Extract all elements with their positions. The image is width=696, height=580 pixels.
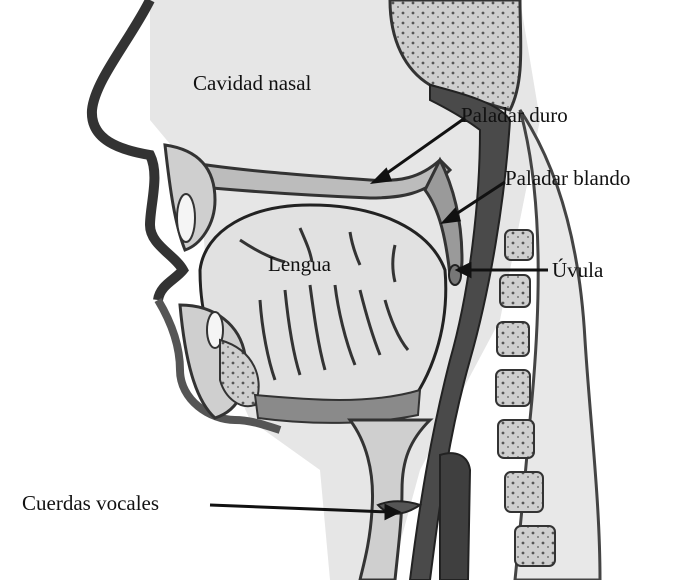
label-nasal-cavity: Cavidad nasal (193, 73, 311, 94)
label-uvula: Úvula (552, 260, 603, 281)
label-vocal-cords: Cuerdas vocales (22, 493, 159, 514)
label-hard-palate: Paladar duro (461, 105, 568, 126)
upper-tooth (177, 194, 195, 242)
label-tongue: Lengua (268, 254, 331, 275)
esophagus (440, 453, 470, 580)
label-soft-palate: Paladar blando (505, 168, 630, 189)
